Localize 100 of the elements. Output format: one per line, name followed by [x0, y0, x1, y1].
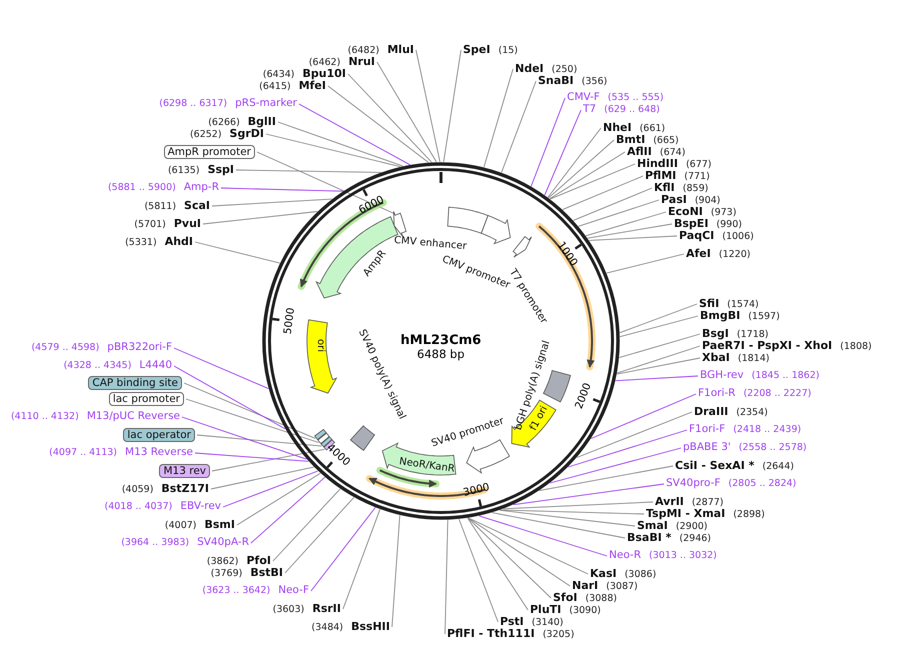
enzyme-name: BstBI	[250, 566, 283, 579]
primer-name: Neo-R	[609, 549, 642, 561]
primer-position: (4110 .. 4132)	[10, 411, 79, 422]
leader-line	[544, 110, 582, 196]
enzyme-name: NarI	[572, 579, 598, 592]
enzyme-name: BsmI	[204, 518, 235, 531]
site-position: (4059)	[122, 484, 154, 495]
leader-line	[184, 382, 316, 439]
site-position: (1814)	[738, 353, 770, 364]
leader-line	[220, 188, 344, 192]
leader-line	[272, 488, 341, 562]
feature-label: lac operator	[123, 428, 195, 442]
enzyme-name: KasI	[590, 567, 617, 580]
site-position: (1006)	[722, 231, 754, 242]
enzyme-name: BmtI	[616, 133, 646, 146]
primer-position: (4579 .. 4598)	[31, 342, 100, 353]
primer-position: (2805 .. 2824)	[728, 478, 796, 489]
leader-line	[550, 164, 636, 200]
primer-name: T7	[583, 103, 596, 115]
leader-line	[468, 517, 570, 586]
leader-line	[443, 50, 462, 162]
leader-line	[342, 508, 380, 610]
enzyme-name: NruI	[348, 55, 375, 68]
primer-position: (2208 .. 2227)	[743, 388, 812, 399]
leader-line	[616, 358, 700, 375]
leader-line	[615, 376, 698, 382]
primer-position: (3013 .. 3032)	[649, 550, 717, 561]
feature-mark	[314, 428, 327, 440]
leader-line	[501, 80, 536, 173]
site-position: (4007)	[164, 520, 196, 531]
leader-line	[619, 316, 698, 338]
site-position: (6482)	[348, 45, 380, 56]
feature-label: ori	[314, 338, 326, 352]
enzyme-name: SpeI	[463, 43, 490, 56]
site-position: (6135)	[168, 165, 200, 176]
sequence-length: 6488 bp	[417, 347, 465, 361]
leader-line	[212, 448, 326, 472]
primer-name: EBV-rev	[180, 500, 221, 512]
leader-line	[444, 519, 448, 634]
site-position: (661)	[640, 123, 666, 134]
site-position: (674)	[660, 147, 686, 158]
enzyme-name: PluTI	[530, 603, 562, 616]
leader-line	[210, 466, 314, 490]
site-position: (2354)	[736, 407, 768, 418]
site-position: (3088)	[585, 593, 617, 604]
primer-name: CMV-F	[567, 91, 600, 103]
tick-label: 2000	[573, 381, 594, 410]
leader-line	[310, 507, 376, 592]
primer-name: pBR322ori-F	[107, 341, 172, 353]
leader-line	[606, 254, 684, 274]
site-position: (1574)	[727, 299, 759, 310]
primer-name: pBABE 3'	[683, 441, 731, 453]
enzyme-name: SnaBI	[538, 74, 574, 87]
enzyme-name: CsiI - SexAI *	[675, 459, 754, 472]
feature-label: CAP binding site	[88, 376, 182, 390]
primer-name: M13/pUC Reverse	[86, 410, 180, 422]
site-position: (677)	[686, 159, 712, 170]
tick-label: 5000	[281, 307, 297, 336]
primer-position: (4328 .. 4345)	[64, 360, 132, 371]
site-position: (5811)	[144, 201, 176, 212]
leader-line	[458, 518, 498, 622]
leader-line	[548, 140, 614, 198]
enzyme-name: XbaI	[702, 351, 730, 364]
site-position: (990)	[716, 219, 742, 230]
leader-line	[416, 50, 440, 162]
enzyme-name: PfoI	[246, 554, 271, 567]
site-position: (1597)	[748, 311, 780, 322]
leader-line	[512, 484, 664, 506]
enzyme-name: PasI	[661, 193, 687, 206]
feature-arrow	[393, 211, 407, 238]
enzyme-name: AhdI	[164, 235, 193, 248]
enzyme-name: MfeI	[298, 79, 326, 92]
leader-line	[174, 366, 286, 430]
primer-name: Amp-R	[184, 181, 219, 193]
primer-position: (629 .. 648)	[604, 104, 660, 115]
leader-line	[468, 517, 588, 574]
primer-position: (4018 .. 4037)	[104, 501, 172, 512]
site-position: (904)	[694, 195, 720, 206]
site-position: (3086)	[624, 569, 656, 580]
site-position: (356)	[582, 76, 608, 87]
enzyme-name: Bpu10I	[302, 67, 346, 80]
primer-name: Neo-F	[278, 584, 309, 596]
leader-line	[236, 472, 321, 526]
map-title: hML23Cm6	[400, 332, 482, 348]
leader-line	[348, 74, 432, 163]
leader-line	[588, 236, 678, 241]
enzyme-name: PaeR7I - PspXI - XhoI	[702, 339, 832, 352]
leader-line	[284, 496, 354, 574]
primer-position: (3964 .. 3983)	[121, 537, 190, 548]
enzyme-name: PvuI	[174, 217, 201, 230]
leader-line	[619, 304, 698, 334]
enzyme-name: SgrDI	[230, 127, 264, 140]
site-position: (1808)	[840, 341, 872, 352]
primer-position: (4097 .. 4113)	[49, 447, 118, 458]
primer-position: (2418 .. 2439)	[733, 424, 802, 435]
leader-line	[298, 104, 410, 166]
leader-line	[328, 86, 429, 163]
leader-line	[236, 170, 382, 173]
leader-line	[222, 470, 318, 508]
leader-line	[467, 518, 552, 598]
